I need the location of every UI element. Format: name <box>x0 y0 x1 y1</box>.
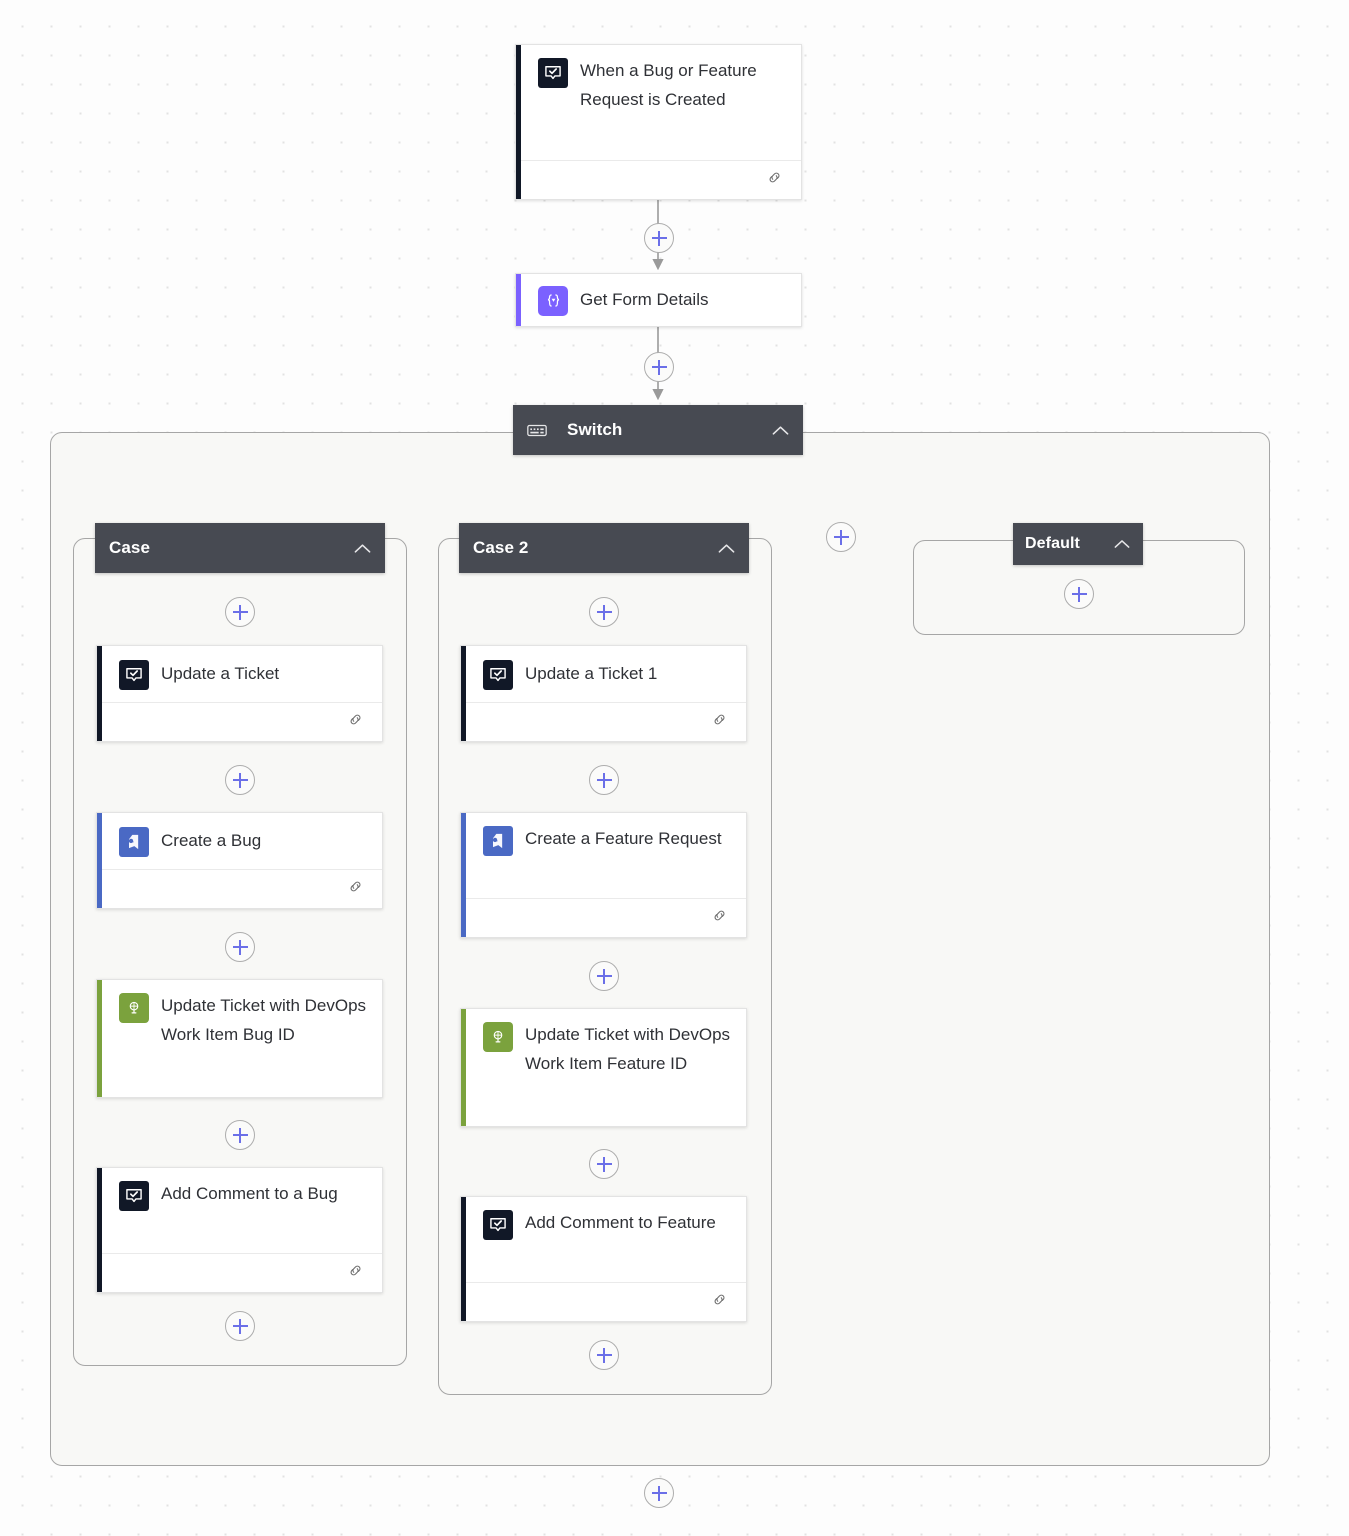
add-step-after-trigger[interactable] <box>644 223 674 253</box>
link-chain-icon[interactable] <box>766 169 783 191</box>
case-2-add-step-2[interactable] <box>589 765 619 795</box>
case-1-add-step-1[interactable] <box>225 597 255 627</box>
node-accent-bar <box>461 1197 466 1321</box>
link-chain-icon[interactable] <box>347 878 364 900</box>
case-1-add-step-4[interactable] <box>225 1120 255 1150</box>
azure-devops-icon <box>483 826 513 856</box>
chevron-up-icon[interactable] <box>353 539 371 557</box>
node-label: When a Bug or Feature Request is Created <box>580 61 757 109</box>
chevron-up-icon[interactable] <box>771 421 789 439</box>
case-2-header[interactable]: Case 2 <box>459 523 749 573</box>
node-accent-bar <box>516 274 521 326</box>
default-branch-header[interactable]: Default <box>1013 523 1143 565</box>
case-1-node-update-a-ticket[interactable]: Update a Ticket <box>96 645 383 742</box>
compose-braces-icon <box>538 285 568 316</box>
node-get-form-details[interactable]: Get Form Details <box>515 273 802 327</box>
link-chain-icon[interactable] <box>347 711 364 733</box>
case-2-node-add-comment-to-feature[interactable]: Add Comment to Feature <box>460 1196 747 1322</box>
node-accent-bar <box>461 1009 466 1126</box>
freshdesk-comment-check-icon <box>483 1210 513 1240</box>
link-chain-icon[interactable] <box>347 1262 364 1284</box>
chevron-up-icon[interactable] <box>1113 535 1131 553</box>
node-label: Add Comment to Feature <box>525 1213 716 1232</box>
link-chain-icon[interactable] <box>711 1291 728 1313</box>
node-label: Add Comment to a Bug <box>161 1184 338 1203</box>
case-1-node-update-ticket-bug-id[interactable]: Update Ticket with DevOps Work Item Bug … <box>96 979 383 1098</box>
link-chain-icon[interactable] <box>711 907 728 929</box>
case-1-add-step-2[interactable] <box>225 765 255 795</box>
node-label: Get Form Details <box>580 289 709 309</box>
node-accent-bar <box>516 45 521 199</box>
node-trigger[interactable]: When a Bug or Feature Request is Created <box>515 44 802 200</box>
node-accent-bar <box>97 1168 102 1292</box>
node-accent-bar <box>461 813 466 937</box>
switch-keyboard-icon <box>527 423 547 437</box>
case-1-node-add-comment-to-a-bug[interactable]: Add Comment to a Bug <box>96 1167 383 1293</box>
freshdesk-globe-icon <box>483 1022 513 1052</box>
case-2-title: Case 2 <box>473 538 529 557</box>
case-2-node-update-a-ticket-1[interactable]: Update a Ticket 1 <box>460 645 747 742</box>
node-label: Create a Bug <box>161 830 262 850</box>
azure-devops-icon <box>119 826 149 857</box>
node-label: Update a Ticket 1 <box>525 663 658 683</box>
case-2-add-step-5[interactable] <box>589 1340 619 1370</box>
freshdesk-comment-check-icon <box>119 659 149 690</box>
freshdesk-comment-check-icon <box>538 58 568 88</box>
node-accent-bar <box>97 813 102 908</box>
case-2-node-update-ticket-feature-id[interactable]: Update Ticket with DevOps Work Item Feat… <box>460 1008 747 1127</box>
node-accent-bar <box>461 646 466 741</box>
node-accent-bar <box>97 646 102 741</box>
node-label: Update Ticket with DevOps Work Item Bug … <box>161 996 367 1044</box>
case-1-header[interactable]: Case <box>95 523 385 573</box>
freshdesk-comment-check-icon <box>483 659 513 690</box>
case-2-node-create-a-feature-request[interactable]: Create a Feature Request <box>460 812 747 938</box>
node-label: Create a Feature Request <box>525 829 722 848</box>
case-2-add-step-4[interactable] <box>589 1149 619 1179</box>
node-accent-bar <box>97 980 102 1097</box>
case-2-add-step-1[interactable] <box>589 597 619 627</box>
case-1-node-create-a-bug[interactable]: Create a Bug <box>96 812 383 909</box>
freshdesk-comment-check-icon <box>119 1181 149 1211</box>
case-1-title: Case <box>109 538 151 557</box>
freshdesk-globe-icon <box>119 993 149 1023</box>
switch-title: Switch <box>567 420 623 439</box>
node-label: Update a Ticket <box>161 663 280 683</box>
switch-header[interactable]: Switch <box>513 405 803 455</box>
case-1-add-step-5[interactable] <box>225 1311 255 1341</box>
add-step-after-get-form-details[interactable] <box>644 352 674 382</box>
case-2-add-step-3[interactable] <box>589 961 619 991</box>
chevron-up-icon[interactable] <box>717 539 735 557</box>
link-chain-icon[interactable] <box>711 711 728 733</box>
case-1-add-step-3[interactable] <box>225 932 255 962</box>
default-branch-title: Default <box>1025 535 1080 552</box>
node-label: Update Ticket with DevOps Work Item Feat… <box>525 1025 731 1073</box>
add-step-after-switch[interactable] <box>644 1478 674 1508</box>
default-branch-add-step[interactable] <box>1064 579 1094 609</box>
add-case-button[interactable] <box>826 522 856 552</box>
